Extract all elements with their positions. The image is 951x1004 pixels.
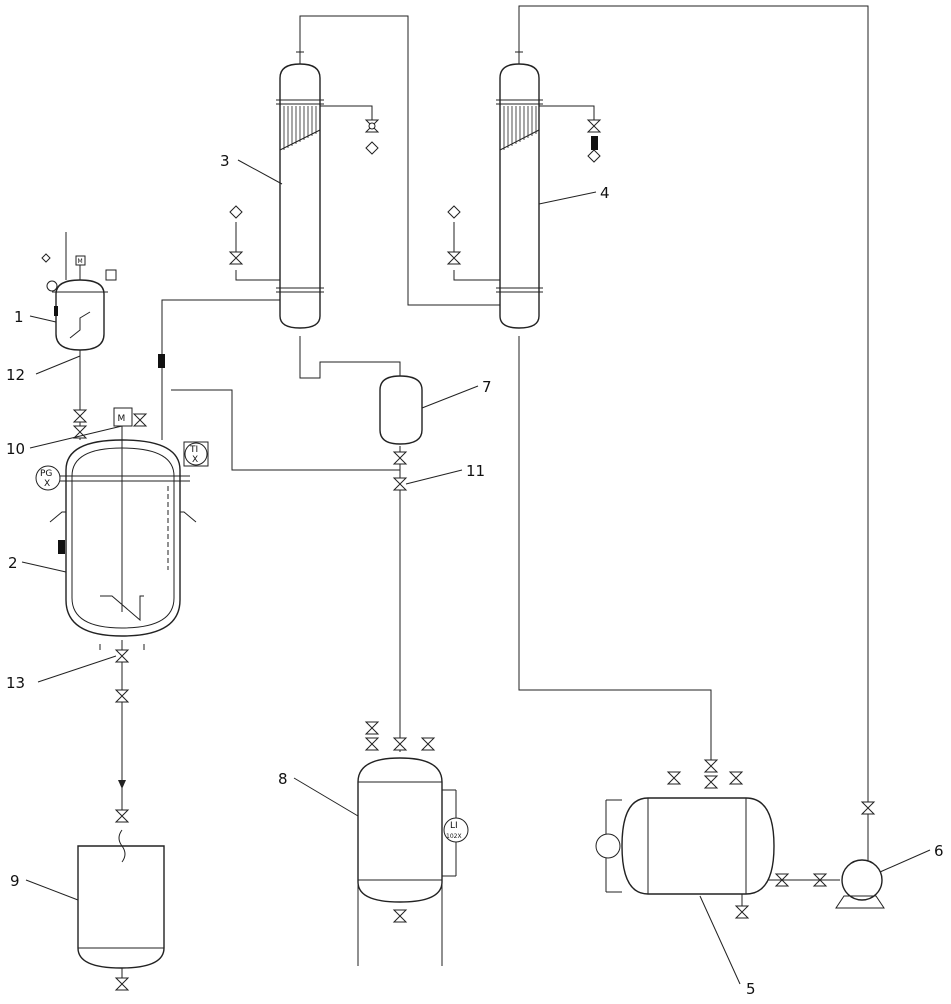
label-3: 3 xyxy=(220,152,230,170)
pipe-condenser4-outlet xyxy=(518,336,712,770)
condenser-4 xyxy=(453,51,598,329)
leaders xyxy=(21,159,931,985)
flow-arrow-icon xyxy=(118,780,126,789)
reactor-motor-label: M xyxy=(118,414,126,424)
tank-5 xyxy=(595,759,828,919)
piping xyxy=(79,5,869,881)
label-10: 10 xyxy=(6,440,25,458)
pump-6 xyxy=(835,801,885,909)
pipe-reflux-line xyxy=(171,389,400,471)
label-group: 1 2 3 4 5 6 7 8 9 10 11 12 13 xyxy=(6,152,944,998)
reactor-pressure-tag: X xyxy=(44,479,50,489)
reactor-pressure-label: PG xyxy=(40,469,52,479)
vessel-9 xyxy=(77,809,165,991)
label-13: 13 xyxy=(6,674,25,692)
condenser-3 xyxy=(235,51,373,329)
label-5: 5 xyxy=(746,980,756,998)
pipe-condenser4-vent xyxy=(518,5,869,810)
label-7: 7 xyxy=(482,378,492,396)
feed-tank-1: M xyxy=(41,232,117,358)
reactor-temp-label: TI xyxy=(189,445,198,455)
label-1: 1 xyxy=(14,308,24,326)
receiver-8: LI 102X xyxy=(357,721,469,966)
sensor-block-icon xyxy=(591,136,598,150)
pipe-condenser3-vent xyxy=(299,15,500,306)
pipe-condenser3-outlet xyxy=(299,336,401,379)
label-12: 12 xyxy=(6,366,25,384)
separator-7 xyxy=(379,375,423,491)
receiver-level-tag: 102X xyxy=(446,833,462,840)
label-2: 2 xyxy=(8,554,18,572)
label-6: 6 xyxy=(934,842,944,860)
label-4: 4 xyxy=(600,184,610,202)
label-8: 8 xyxy=(278,770,288,788)
label-11: 11 xyxy=(466,462,485,480)
small-motor-label: M xyxy=(78,258,83,265)
cooling-valves xyxy=(228,119,602,265)
label-9: 9 xyxy=(10,872,20,890)
pipe-vapour-line xyxy=(161,299,280,440)
reactor-2: M PG X TI X xyxy=(35,407,209,703)
receiver-level-label: LI xyxy=(450,821,458,831)
reactor-temp-tag: X xyxy=(192,455,198,465)
